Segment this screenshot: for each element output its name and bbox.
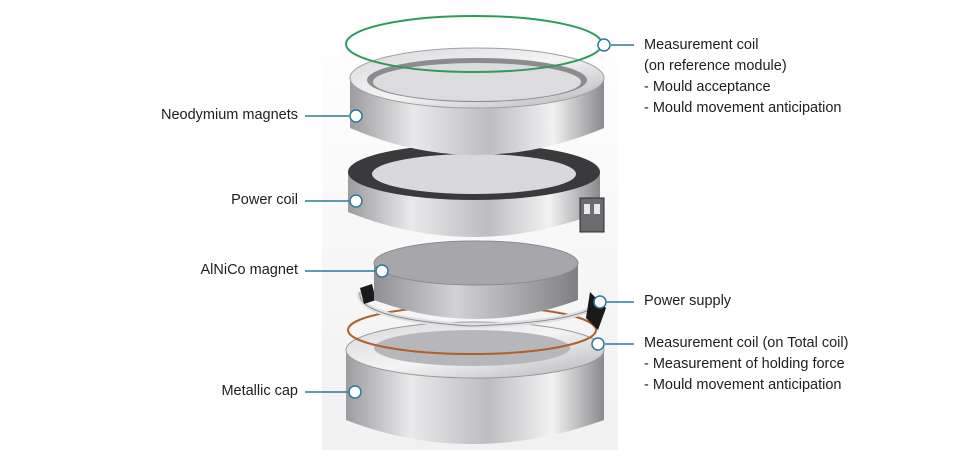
measurement-ref-item: - Mould acceptance <box>644 79 771 95</box>
power-coil-part <box>348 144 605 237</box>
measurement-ref-title: Measurement coil <box>644 37 759 53</box>
label-measurement-coil-total: Measurement coil (on Total coil) - Measu… <box>644 333 848 396</box>
measurement-total-item: - Measurement of holding force <box>644 356 845 372</box>
label-power-supply: Power supply <box>644 293 732 309</box>
label-power-coil: Power coil <box>231 192 298 208</box>
measurement-ref-item: - Mould movement anticipation <box>644 100 842 116</box>
leader-lines <box>305 38 634 399</box>
power-supply-cable <box>357 284 606 330</box>
neodymium-ring-part <box>349 47 605 155</box>
metallic-cap-part <box>345 321 605 444</box>
label-neodymium-magnets: Neodymium magnets <box>161 107 298 123</box>
measurement-total-title: Measurement coil (on Total coil) <box>644 335 849 351</box>
label-metallic-cap: Metallic cap <box>221 383 298 399</box>
measurement-total-item: - Mould movement anticipation <box>644 377 842 393</box>
alnico-magnet-part <box>373 240 579 319</box>
label-alnico-magnet: AlNiCo magnet <box>200 262 298 278</box>
label-measurement-coil-reference: Measurement coil (on reference module) -… <box>644 35 841 119</box>
measurement-ref-sub: (on reference module) <box>644 58 787 74</box>
